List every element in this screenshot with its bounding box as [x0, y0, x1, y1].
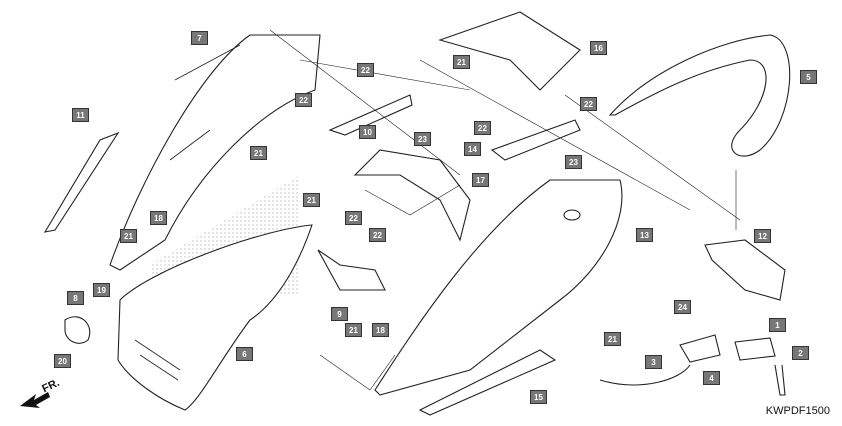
part-16-rear-cover: [438, 11, 581, 91]
part-8-clamp: [64, 316, 91, 344]
callout-14: 14: [464, 142, 481, 156]
callout-21d: 21: [303, 193, 320, 207]
callout-5: 5: [800, 70, 817, 84]
callout-16: 16: [590, 41, 607, 55]
callout-2: 2: [792, 346, 809, 360]
part-14-bracket: [490, 119, 581, 161]
callout-22c: 22: [580, 97, 597, 111]
callout-18a: 18: [150, 211, 167, 225]
callout-21c: 21: [453, 55, 470, 69]
part-17-inner-panel: [353, 149, 471, 242]
part-12-bracket: [704, 239, 786, 301]
callout-21b: 21: [120, 229, 137, 243]
callout-22e: 22: [345, 211, 362, 225]
callout-19: 19: [93, 283, 110, 297]
part-11-strip: [43, 131, 120, 233]
callout-10: 10: [359, 125, 376, 139]
callout-18b: 18: [372, 323, 389, 337]
callout-3: 3: [645, 355, 662, 369]
callout-23b: 23: [565, 155, 582, 169]
front-direction-arrow-icon: [20, 392, 50, 408]
callout-22a: 22: [357, 63, 374, 77]
callout-22b: 22: [295, 93, 312, 107]
callout-24: 24: [674, 300, 691, 314]
callout-21a: 21: [250, 146, 267, 160]
part-3-cable: [599, 364, 691, 386]
callout-4: 4: [703, 371, 720, 385]
callout-22f: 22: [369, 228, 386, 242]
callout-21e: 21: [345, 323, 362, 337]
part-6-front-cover: [117, 224, 313, 411]
callout-12: 12: [754, 229, 771, 243]
part-2-key-cylinder: [734, 337, 776, 361]
callout-8: 8: [67, 291, 84, 305]
callout-23a: 23: [414, 132, 431, 146]
callout-1: 1: [769, 318, 786, 332]
callout-17: 17: [472, 173, 489, 187]
diagram-code: KWPDF1500: [765, 405, 830, 417]
callout-13: 13: [636, 228, 653, 242]
part-4-latch: [679, 334, 721, 363]
part-5-grab-rail: [608, 34, 791, 157]
callout-15: 15: [530, 390, 547, 404]
callout-6: 6: [236, 347, 253, 361]
part-15-strip: [418, 349, 557, 416]
callout-9: 9: [331, 307, 348, 321]
callout-11: 11: [72, 108, 89, 122]
part-10-bracket: [328, 94, 413, 136]
callout-20: 20: [54, 354, 71, 368]
part-9-bracket: [317, 249, 386, 291]
part-13-body-cover: [374, 179, 623, 396]
callout-22d: 22: [474, 121, 491, 135]
callout-21f: 21: [604, 332, 621, 346]
callout-7: 7: [191, 31, 208, 45]
